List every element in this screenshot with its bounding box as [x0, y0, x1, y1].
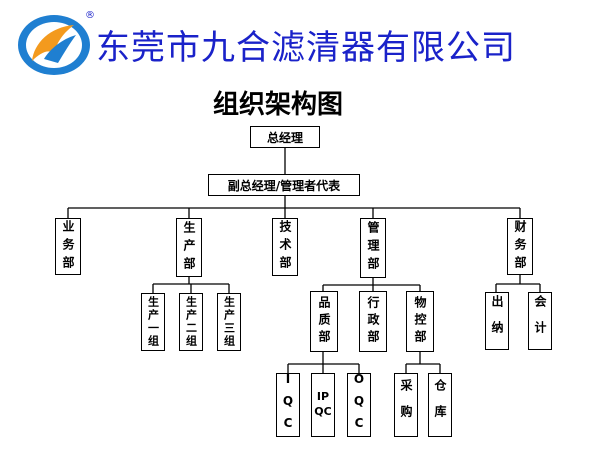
node-accounting: 会计 [528, 292, 552, 350]
node-production-group-3: 生产三组 [217, 293, 241, 351]
company-name: 东莞市九合滤清器有限公司 [96, 28, 516, 68]
node-ipqc-line-1: IP [316, 390, 330, 404]
node-business-dept: 业务部 [55, 218, 81, 275]
node-ipqc: IP QC [311, 373, 335, 437]
node-cashier: 出纳 [485, 292, 509, 350]
node-materials-dept: 物控部 [406, 291, 434, 352]
node-tech-dept: 技术部 [272, 218, 298, 276]
node-warehouse: 仓库 [428, 373, 452, 437]
node-production-group-1: 生产一组 [141, 293, 165, 351]
company-logo [18, 15, 90, 75]
chart-title: 组织架构图 [213, 90, 344, 120]
node-iqc: IQC [276, 372, 300, 438]
node-admin-dept: 行政部 [359, 291, 387, 352]
registered-mark: ® [85, 10, 95, 21]
node-production-dept: 生产部 [176, 218, 202, 277]
node-deputy-gm: 副总经理/管理者代表 [208, 174, 360, 196]
node-finance-dept: 财务部 [507, 218, 533, 275]
node-oqc: OQC [347, 372, 371, 438]
node-production-group-2: 生产二组 [179, 293, 203, 351]
node-management-dept: 管理部 [360, 218, 386, 278]
node-ipqc-line-2: QC [314, 405, 332, 418]
node-quality-dept: 品质部 [310, 291, 338, 352]
node-purchasing: 采购 [394, 373, 418, 437]
node-general-manager: 总经理 [250, 126, 320, 148]
